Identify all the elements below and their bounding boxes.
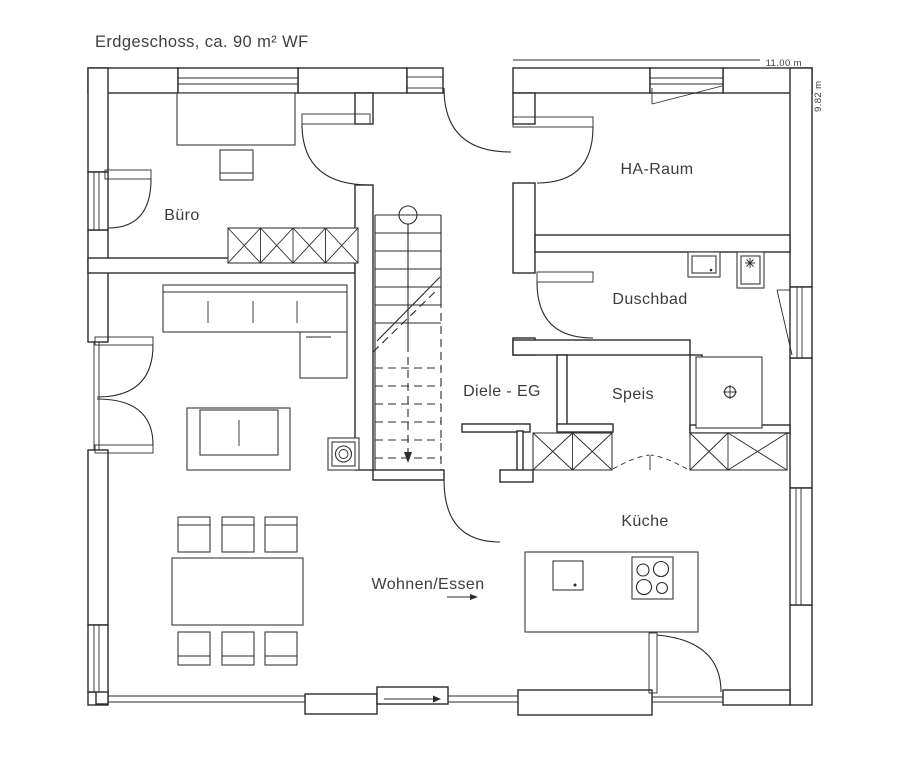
room-label-speis: Speis [612,386,654,403]
windows [87,67,813,715]
furniture [162,92,788,666]
wohnen-door-swing [443,479,501,543]
shower-icon [695,356,763,429]
room-label-duschbad: Duschbad [612,291,687,308]
kueche-exterior-door-swing [648,632,722,694]
window-buero-top [177,67,299,94]
window-entrance-sidelight [406,67,444,94]
window-kueche-right [789,487,813,606]
buero-cabinet [227,227,359,264]
room-label-kueche: Küche [621,513,668,530]
sink-icon [552,560,584,591]
sliding-direction-arrow-icon [433,695,441,703]
kitchen-island [524,551,699,633]
room-label-diele: Diele - EG [463,383,541,400]
cooktop-icon [631,556,674,600]
window-left-bottom [87,624,109,693]
french-double-door-left [88,336,154,454]
wohnen-arrow-icon [447,594,478,600]
window-front-bottom-left [108,695,305,703]
washbasin-icon [687,251,721,278]
dining-chairs-bottom [177,631,298,666]
ha-raum-door-swing [512,116,594,184]
room-label-ha-raum: HA-Raum [620,161,693,178]
threshold-kueche-door [652,696,723,703]
window-ha-raum-tilt [649,67,724,105]
desk-chair [219,149,254,181]
room-label-wohnen-essen: Wohnen/Essen [371,576,484,593]
walls [87,67,813,716]
kitchen-cabinets-left [532,432,613,471]
staircase [372,205,442,470]
small-sofa [186,407,291,471]
room-labels: Büro HA-Raum Duschbad Diele - EG Speis K… [164,161,693,600]
entrance-door-swing [443,87,512,153]
dining-chairs-top [177,516,298,553]
stair-direction-arrow-icon [404,452,412,463]
page-title: Erdgeschoss, ca. 90 m² WF [95,33,309,51]
buero-door-swing [301,113,371,186]
toilet-icon [736,251,765,289]
sliding-door-bottom [304,686,449,715]
doors [301,87,722,694]
wood-stove [327,437,360,471]
speis-folding-door [612,454,688,470]
duschbad-door-swing [536,271,594,339]
room-label-buero: Büro [164,207,199,224]
corner-sofa [162,284,348,379]
buero-desk [176,92,296,181]
window-front-bottom-mid [448,695,518,703]
window-door-buero-left [87,169,152,231]
dining-table [171,557,304,626]
kitchen-cabinets-right [689,432,788,471]
window-duschbad-tilt [776,286,813,359]
dimension-width-label: 11.00 m [766,58,802,69]
dimension-height-label: 9.82 m [813,81,824,112]
